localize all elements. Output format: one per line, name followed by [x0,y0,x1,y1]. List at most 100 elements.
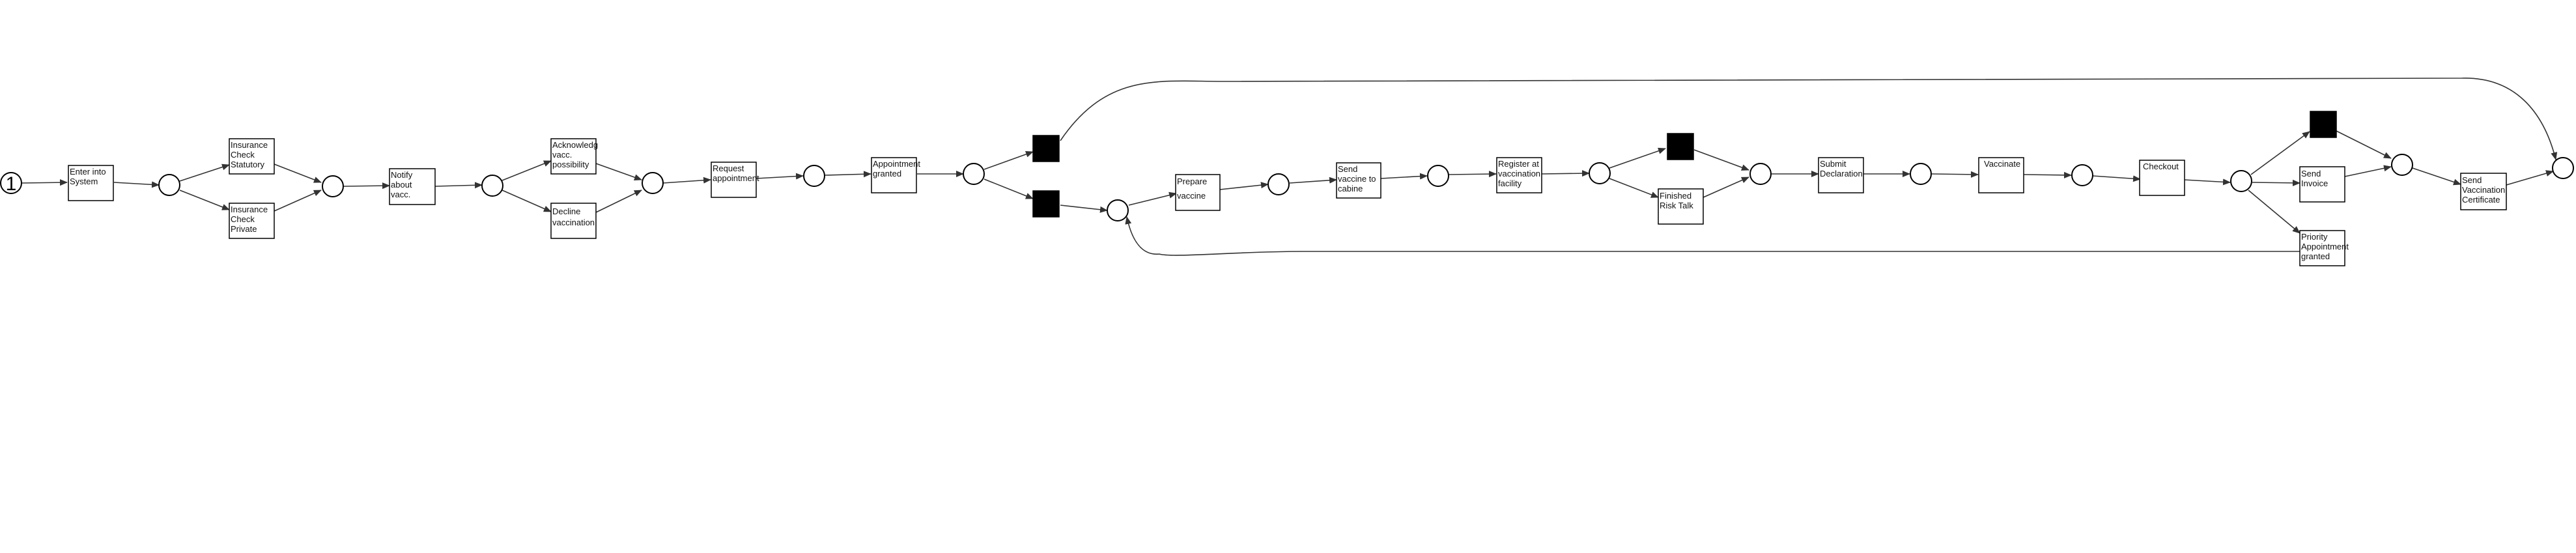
transition-label: Private [231,224,257,234]
transition-label: Send [2462,175,2482,185]
transition-label: Check [231,214,255,224]
arc [2183,178,2231,186]
transition-label: Send [2301,169,2321,178]
transition-label: Register at [1498,159,1539,169]
transition-label: Insurance [231,140,268,150]
place [481,175,503,197]
transition-box [711,162,757,198]
place [1267,173,1290,195]
transition-label: Certificate [2462,195,2500,205]
transition-box [550,203,597,239]
arc [1060,205,1108,213]
silent-transition [1667,133,1694,160]
transition-label: possibility [552,160,589,169]
transition-box [2139,160,2185,196]
arc [2336,130,2392,159]
svg-text:Vaccinate: Vaccinate [1984,159,2020,169]
transition-label: Declaration [1820,169,1863,178]
transition-label: Appointment [873,159,920,169]
transition-label: Priority [2301,232,2328,242]
transition-label: Notify [391,170,413,180]
arc [2250,131,2310,175]
transition-label: granted [2301,251,2330,261]
arc [595,190,642,213]
arc [2248,190,2300,234]
arc [824,171,871,178]
transition-label: appointment [713,173,759,183]
arc [1609,178,1659,198]
arc [1609,147,1666,169]
arc [434,182,483,189]
transition-label: Insurance [231,205,268,214]
transition-checkout: Checkout [2139,160,2185,196]
transition-label: Send [1338,164,1357,174]
transition-label: Submit [1820,159,1847,169]
transition-label: Decline [552,206,580,216]
arc [274,190,322,212]
place [1749,163,1772,185]
transition-label: Invoice [2301,178,2328,188]
place [803,165,825,187]
transition-box [2460,173,2507,210]
transition-box [389,168,436,205]
arc [756,173,804,180]
place [158,174,180,196]
arc [984,151,1034,170]
transition-box [1658,188,1704,225]
transition-box [1978,157,2024,193]
transition-decline-vaccination: Decline vaccination [550,203,597,239]
transition-label: vacc. [552,150,572,160]
transition-label: vaccine [1177,191,1206,201]
initial-token-count: 1 [6,173,17,195]
arc [179,163,230,182]
transition-label: Checkout [2143,162,2179,171]
arc [984,178,1034,199]
place [322,175,344,197]
arc [1693,149,1749,171]
arc [502,190,552,212]
silent-transition [1032,190,1060,218]
transition-label: vaccination [552,218,595,227]
transition-box [1175,174,1221,211]
place [1107,199,1129,221]
transition-label: cabine [1338,184,1363,193]
transition-label: vaccine to [1338,174,1376,184]
arc [502,160,552,181]
silent-transitions [1032,111,2337,218]
arc [2412,167,2461,186]
arc [2506,170,2554,186]
arc [2092,175,2141,182]
arc [1703,177,1749,198]
arc [662,177,711,184]
svg-text:Checkout: Checkout [2143,162,2179,171]
arc [1931,171,1979,178]
transition-label: Check [231,150,255,160]
transition-box [1336,162,1381,199]
transition-label: Vaccinate [1984,159,2020,169]
transition-box [2299,166,2345,203]
transition-label: Appointment [2301,242,2349,251]
arc [1128,191,1177,206]
